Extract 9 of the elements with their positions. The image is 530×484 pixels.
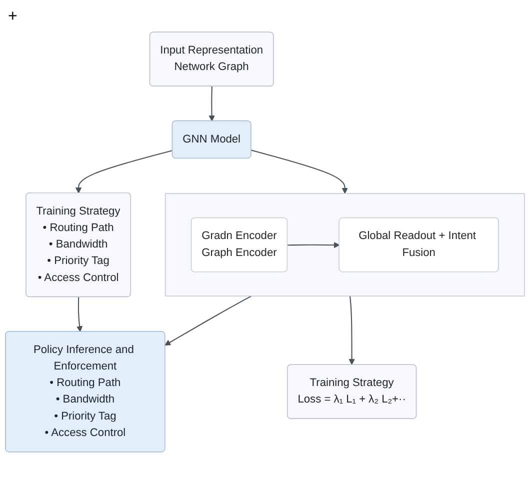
arrow [208, 86, 215, 122]
arrow [288, 242, 340, 248]
cluster [164, 193, 525, 296]
arrow [164, 296, 252, 346]
arrow [76, 297, 83, 332]
arrow [75, 150, 173, 194]
arrow [250, 150, 348, 194]
arrow [348, 296, 355, 365]
plus-sign: + [8, 8, 18, 26]
